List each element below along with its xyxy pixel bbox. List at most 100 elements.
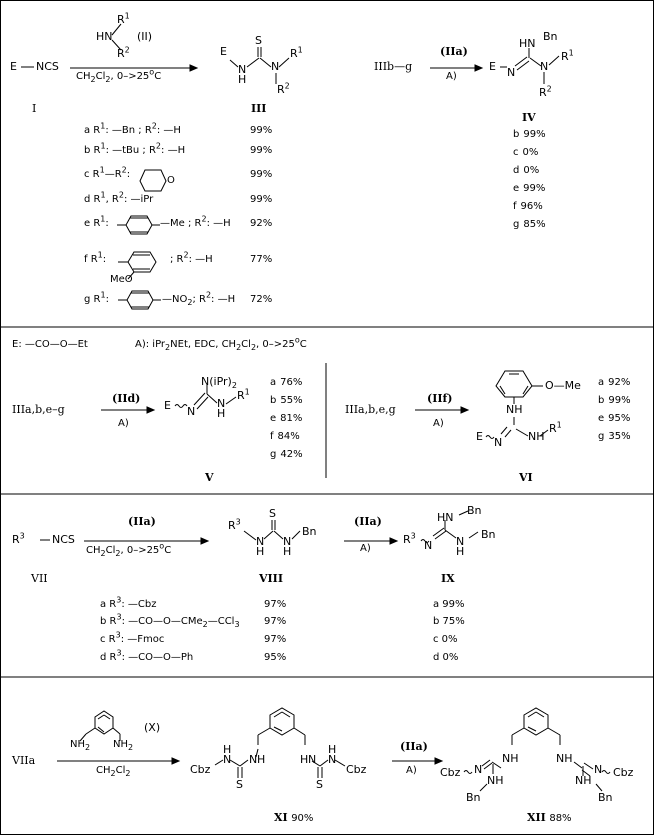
scheme6-conditions: CH2Cl2: [96, 765, 131, 778]
compound-VIII-label: VIII: [259, 572, 283, 585]
VIII-entry-b: b R3: —CO—O—CMe2—CCl3: [100, 612, 240, 629]
VI-OMe: O—Me: [545, 379, 581, 392]
scheme4-start: IIIa,b,e,g: [345, 403, 396, 416]
IX-Bn-low: Bn: [481, 528, 496, 541]
III-bond-CN: [259, 57, 272, 68]
XII-NH-left: NH: [502, 752, 519, 765]
III-yield-b: 99%: [250, 145, 273, 156]
V-yield-row-value: 42%: [280, 449, 303, 460]
VI-yield-row-value: 92%: [608, 377, 631, 388]
IX-yield-a: a 99%: [433, 599, 465, 610]
arrow-2-head: [474, 64, 484, 72]
XII-N-left: N: [474, 763, 483, 776]
V-yield-row-key: f: [270, 431, 274, 442]
IX-N: N: [424, 539, 433, 552]
arrow-3-head: [146, 406, 156, 414]
compound-VII-label: VII: [31, 572, 48, 585]
VI-yield-row-value: 35%: [608, 431, 631, 442]
amine-code: (II): [137, 30, 153, 43]
arrow-7-head: [171, 757, 181, 765]
scheme5-step2-condition: A): [360, 543, 371, 554]
IV-yield-row-value: 99%: [523, 129, 546, 140]
compound-V-label: V: [205, 471, 214, 484]
scheme5-conditions: CH2Cl2, 0–>25oC: [86, 541, 172, 558]
III-N2: N: [271, 60, 280, 73]
scheme6-reagent: (X): [144, 721, 161, 734]
VIII-N1: N: [256, 535, 265, 548]
VIII-H2: H: [283, 545, 292, 558]
compound-VI-label: VI: [519, 471, 533, 484]
VIII-N2: N: [283, 535, 292, 548]
III-R2: R2: [277, 81, 290, 96]
III-S: S: [255, 34, 262, 47]
IX-yield-c: c 0%: [433, 634, 458, 645]
XII-N-right: N: [594, 763, 603, 776]
scheme6-step2-reagent: (IIa): [400, 740, 428, 753]
VI-yield-row-key: a: [598, 377, 605, 388]
arrow-1-head: [189, 64, 199, 72]
entry-e-benzene: [125, 215, 153, 235]
XI-H-l1: H: [223, 743, 232, 756]
III-bond-NC: [246, 57, 260, 68]
IV-yield-row-value: 96%: [520, 201, 543, 212]
VI-E: E: [476, 430, 483, 443]
VI-wavy-bond: [485, 435, 495, 439]
XI-H-r2: H: [328, 743, 337, 756]
IV-yield-row-key: d: [513, 165, 520, 176]
scheme2-start: IIIb—g: [374, 60, 413, 73]
IV-N-right: N: [540, 60, 549, 73]
III-entry-g-suffix: —NO2; R2: —H: [162, 290, 236, 307]
IV-Bn: Bn: [543, 30, 558, 43]
scheme3-condition: A): [118, 418, 129, 429]
XII-Bn-left: Bn: [466, 791, 481, 804]
V-wavy-bond: [174, 404, 188, 408]
III-entry-b: b R1: —tBu ; R2: —H: [84, 141, 186, 156]
VIII-H1: H: [256, 545, 265, 558]
morpholine-ring: [139, 169, 167, 192]
III-entry-d: d R1, R2: —iPr: [84, 190, 154, 205]
amine-bond-up: [111, 23, 122, 36]
III-E: E: [220, 45, 227, 58]
V-yield-row-value: 84%: [277, 431, 300, 442]
XI-Cbz-left: Cbz: [190, 763, 211, 776]
VII-R3: R3: [12, 531, 25, 546]
IX-yield-d: d 0%: [433, 652, 459, 663]
V-H: H: [217, 407, 226, 420]
compound-IV-label: IV: [522, 111, 536, 124]
XI-S-right: S: [316, 778, 323, 791]
VI-yield-row-key: b: [598, 395, 605, 406]
VI-NH-right: NH: [528, 430, 545, 443]
arrow-4-head: [460, 406, 470, 414]
IV-yield-row-value: 0%: [523, 165, 540, 176]
scheme5-step2-reagent: (IIa): [354, 515, 382, 528]
diamine-NH2-left: NH2: [70, 739, 91, 752]
diamine-benzene: [94, 710, 114, 735]
XII-NH-left-low: NH: [487, 774, 504, 787]
compound-XII-caption: XII 88%: [527, 811, 572, 824]
scheme2-condition: A): [446, 71, 457, 82]
VI-N-left: N: [494, 436, 503, 449]
amine-R2: R2: [117, 45, 130, 60]
scheme2-reagent: (IIa): [440, 45, 468, 58]
VIII-yield-c: 97%: [264, 634, 287, 645]
XII-NH-right: NH: [556, 752, 573, 765]
III-H: H: [238, 73, 247, 86]
V-yield-row-value: 81%: [280, 413, 303, 424]
III-entry-a: a R1: —Bn ; R2: —H: [84, 121, 181, 136]
VIII-yield-d: 95%: [264, 652, 287, 663]
compound-XI-caption: XI 90%: [274, 811, 314, 824]
III-yield-a: 99%: [250, 125, 273, 136]
IX-HN: HN: [437, 511, 454, 524]
III-bond-NR1: [278, 57, 290, 68]
V-yield-row-key: g: [270, 449, 277, 460]
XI-S-left: S: [236, 778, 243, 791]
IV-yield-row-key: f: [513, 201, 517, 212]
III-N: N: [238, 63, 247, 76]
III-yield-g: 72%: [250, 294, 273, 305]
IV-yield-row-value: 0%: [522, 147, 539, 158]
XI-H-l2: H: [257, 753, 266, 766]
